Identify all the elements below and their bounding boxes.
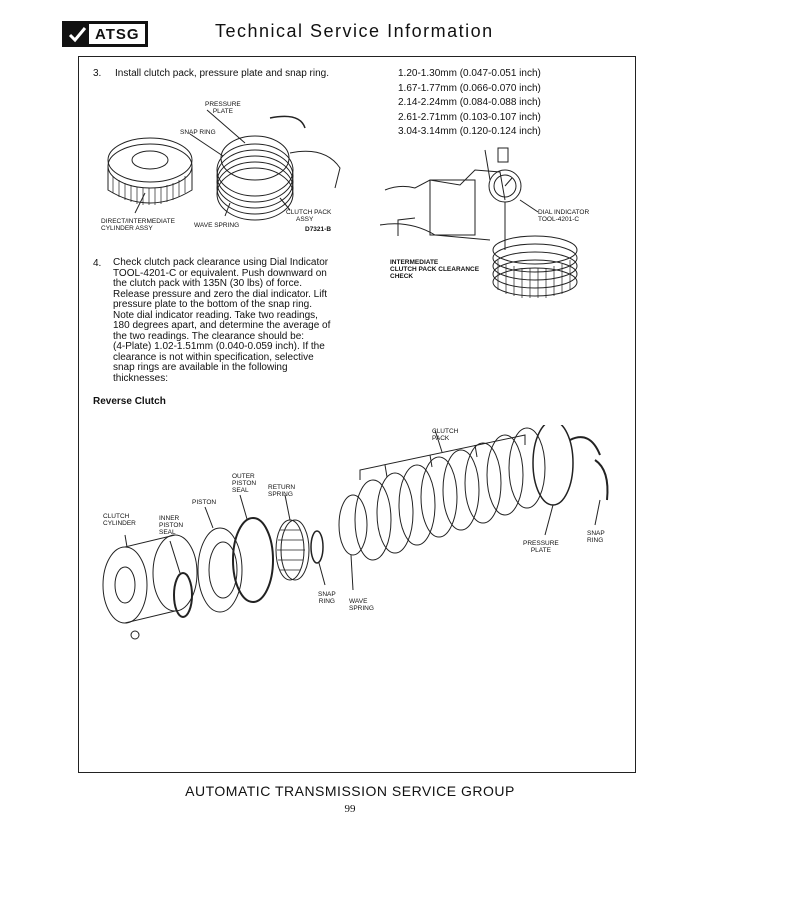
label-wave-spring: WAVE SPRING — [194, 222, 240, 229]
label-snap-ring: SNAP RING — [180, 129, 216, 136]
content-frame — [78, 56, 636, 773]
thickness-list: 1.20-1.30mm (0.047-0.051 inch) 1.67-1.77… — [398, 67, 541, 140]
step4-number: 4. — [93, 258, 102, 269]
page-number: 99 — [344, 803, 356, 815]
logo-text: ATSG — [95, 25, 140, 43]
reverse-clutch-exploded-illustration — [102, 425, 609, 640]
step4-text: Check clutch pack clearance using Dial I… — [113, 257, 331, 384]
checkmark-icon — [65, 24, 89, 44]
step3-number: 3. — [93, 68, 102, 79]
thickness-item: 1.20-1.30mm (0.047-0.051 inch) — [398, 68, 541, 79]
dial-indicator-illustration — [380, 147, 578, 298]
section-heading: Reverse Clutch — [93, 396, 166, 407]
step3-text: Install clutch pack, pressure plate and … — [115, 68, 330, 79]
thickness-item: 1.67-1.77mm (0.066-0.070 inch) — [398, 82, 541, 94]
footer-text: AUTOMATIC TRANSMISSION SERVICE GROUP — [185, 783, 515, 799]
thickness-item: 2.14-2.24mm (0.084-0.088 inch) — [398, 97, 541, 108]
page-title: Technical Service Information — [215, 21, 494, 41]
atsg-logo: ATSG — [62, 21, 148, 47]
clutch-install-illustration — [107, 109, 341, 221]
thickness-item: 3.04-3.14mm (0.120-0.124 inch) — [398, 126, 541, 137]
thickness-item: 2.61-2.71mm (0.103-0.107 inch) — [398, 111, 541, 123]
figure-code: D7321-B — [305, 226, 332, 233]
label-piston: PISTON — [192, 499, 217, 506]
